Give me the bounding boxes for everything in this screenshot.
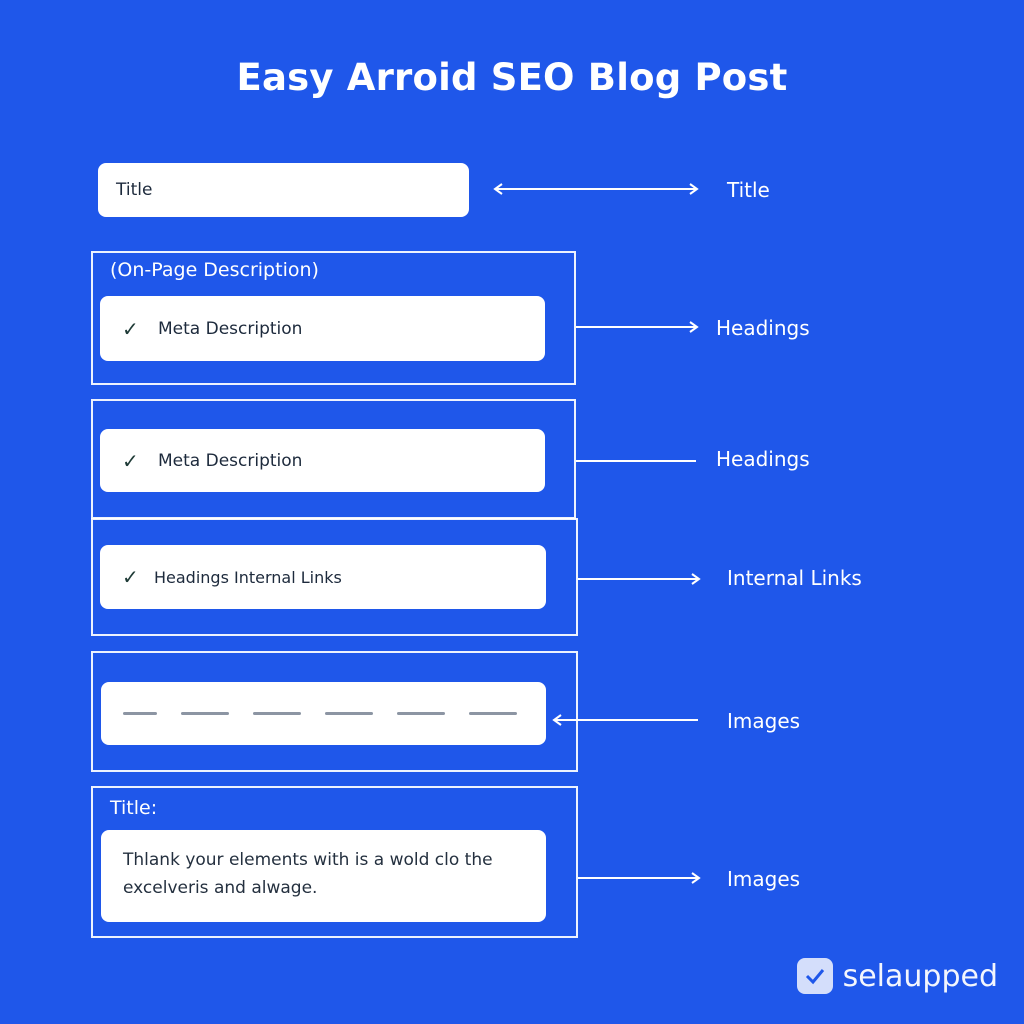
page-title: Easy Arroid SEO Blog Post: [236, 56, 788, 99]
connector-line-headings-2: [576, 454, 702, 468]
connector-arrow-internal-links: [578, 572, 704, 586]
headings-internal-links-text: Headings Internal Links: [154, 567, 342, 587]
side-label-images-1: Images: [727, 709, 801, 733]
side-label-title: Title: [727, 178, 770, 202]
check-icon: ✓: [122, 448, 139, 473]
placeholder-lines: [123, 712, 517, 715]
meta-description-text-2: Meta Description: [158, 450, 303, 471]
note-text-line-1: Thlank your elements with is a wold clo …: [123, 850, 493, 870]
group-title-note: [91, 786, 578, 938]
group-images-placeholder: [91, 651, 578, 772]
meta-description-text-1: Meta Description: [158, 318, 303, 339]
placeholder-lines-card[interactable]: [101, 682, 546, 745]
check-icon: ✓: [122, 565, 139, 589]
side-label-images-2: Images: [727, 867, 801, 891]
logo-text: selaupped: [842, 958, 998, 994]
check-icon: ✓: [122, 316, 139, 341]
side-label-headings-1: Headings: [716, 316, 810, 340]
group-on-page-description: [91, 251, 576, 385]
group-label-title: Title:: [110, 797, 158, 819]
brand-logo: selaupped: [796, 958, 998, 994]
meta-description-card-2[interactable]: ✓ Meta Description: [100, 429, 545, 492]
headings-internal-links-card[interactable]: ✓ Headings Internal Links: [100, 545, 546, 609]
group-internal-links: [91, 518, 578, 636]
group-label-on-page-description: (On-Page Description): [110, 259, 319, 281]
title-field-text: Title: [116, 180, 153, 200]
note-text-card[interactable]: Thlank your elements with is a wold clo …: [101, 830, 546, 922]
connector-arrow-title: [490, 182, 702, 196]
connector-arrow-images-1: [550, 713, 700, 727]
meta-description-card-1[interactable]: ✓ Meta Description: [100, 296, 545, 361]
logo-icon: [796, 958, 833, 994]
note-text-line-2: excelveris and alwage.: [123, 878, 318, 898]
title-field[interactable]: Title: [98, 163, 469, 217]
side-label-internal-links: Internal Links: [727, 566, 862, 590]
side-label-headings-2: Headings: [716, 447, 810, 471]
connector-arrow-images-2: [578, 871, 704, 885]
connector-arrow-headings-1: [576, 320, 702, 334]
